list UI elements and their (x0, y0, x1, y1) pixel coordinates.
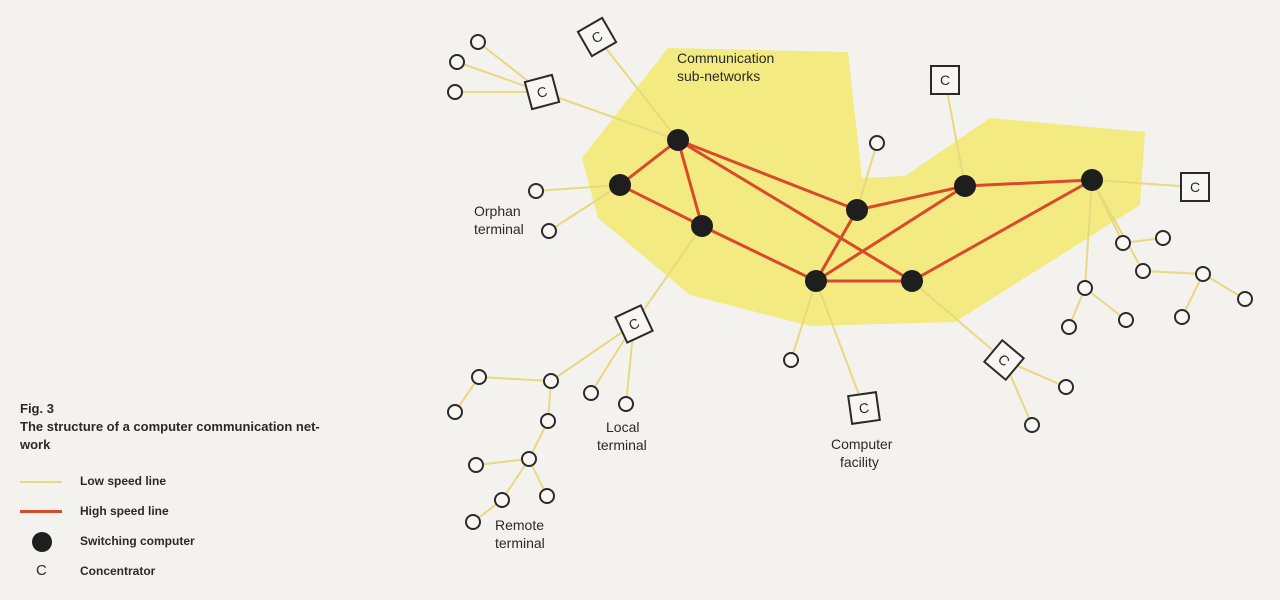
concentrator-label: C (1190, 179, 1200, 195)
concentrator: C (576, 16, 618, 58)
switching-computer (846, 199, 868, 221)
legend-low-speed-label: Low speed line (80, 474, 167, 488)
concentrators: C C C C C C C (523, 16, 1210, 425)
terminal (1024, 417, 1040, 433)
terminals (447, 34, 1253, 530)
concentrator: C (523, 73, 561, 111)
annotations: Communication sub-networks Orphan termin… (474, 50, 893, 551)
high-speed-lines (618, 138, 1094, 283)
figure-number: Fig. 3 (20, 401, 54, 416)
terminal (1077, 280, 1093, 296)
terminal (449, 54, 465, 70)
concentrator-label: C (858, 399, 870, 416)
terminal (1061, 319, 1077, 335)
terminal (1135, 263, 1151, 279)
remote-terminal (465, 514, 481, 530)
subnetworks-label-line1: Communication (677, 50, 774, 66)
concentrator: C (1180, 172, 1210, 202)
legend-concentrator-label: Concentrator (80, 564, 156, 578)
switching-computer-swatch (20, 532, 60, 552)
local-terminal (618, 396, 634, 412)
terminal (1118, 312, 1134, 328)
figure-title-line1: The structure of a computer communicatio… (20, 419, 320, 434)
terminal (1115, 235, 1131, 251)
terminal (1237, 291, 1253, 307)
legend-high-speed: High speed line (20, 502, 280, 522)
remote-terminal (447, 404, 463, 420)
concentrator: C (930, 65, 960, 95)
remote-terminal (494, 492, 510, 508)
concentrator: C (982, 338, 1026, 382)
concentrator-label: C (940, 72, 950, 88)
terminal (1195, 266, 1211, 282)
legend-low-speed: Low speed line (20, 472, 280, 492)
figure-title-line2: work (20, 437, 51, 452)
orphan-terminal (528, 183, 544, 199)
legend-switching-label: Switching computer (80, 534, 195, 548)
switching-computer (609, 174, 631, 196)
legend-switching: Switching computer (20, 532, 280, 552)
switching-computers (609, 129, 1103, 292)
remote-label-line1: Remote (495, 517, 544, 533)
orphan-terminal (541, 223, 557, 239)
switching-computer (1081, 169, 1103, 191)
orphan-label-line2: terminal (474, 221, 524, 237)
local-terminal (583, 385, 599, 401)
high-speed-line-swatch (20, 502, 62, 522)
concentrator-swatch: C (36, 562, 47, 579)
switching-computer (901, 270, 923, 292)
remote-terminal (468, 457, 484, 473)
remote-terminal (540, 413, 556, 429)
local-label-line2: terminal (597, 437, 647, 453)
figure-caption: Fig. 3 The structure of a computer commu… (20, 400, 420, 454)
terminal (1155, 230, 1171, 246)
concentrator-label: C (535, 83, 549, 101)
remote-terminal (521, 451, 537, 467)
facility-label-line2: facility (840, 454, 879, 470)
legend-high-speed-label: High speed line (80, 504, 169, 518)
concentrator: C (847, 391, 881, 425)
terminal (470, 34, 486, 50)
remote-terminal (471, 369, 487, 385)
concentrator: C (614, 304, 654, 344)
facility-label-line1: Computer (831, 436, 893, 452)
remote-terminal (543, 373, 559, 389)
switching-computer (667, 129, 689, 151)
remote-label-line2: terminal (495, 535, 545, 551)
terminal (869, 135, 885, 151)
subnetworks-label-line2: sub-networks (677, 68, 760, 84)
legend-concentrator: C Concentrator (20, 562, 280, 582)
remote-terminal (539, 488, 555, 504)
low-speed-line-swatch (20, 472, 62, 492)
local-label-line1: Local (606, 419, 639, 435)
switching-computer (805, 270, 827, 292)
terminal (1174, 309, 1190, 325)
switching-computer (954, 175, 976, 197)
orphan-label-line1: Orphan (474, 203, 521, 219)
terminal (783, 352, 799, 368)
terminal (1058, 379, 1074, 395)
terminal (447, 84, 463, 100)
switching-computer (691, 215, 713, 237)
